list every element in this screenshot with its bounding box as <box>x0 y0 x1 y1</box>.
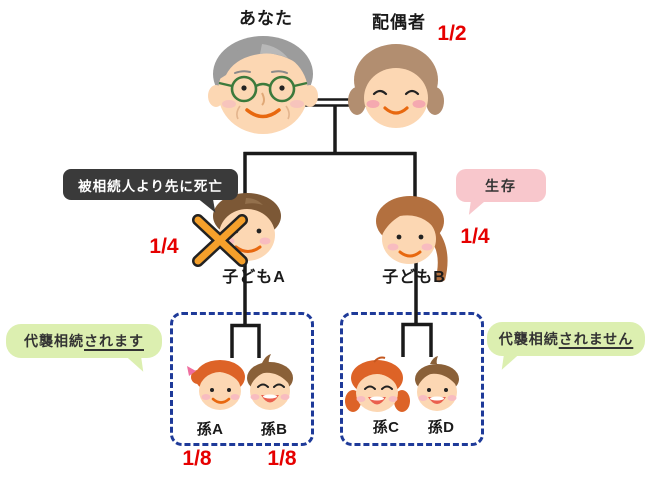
substitution-box-grandchildren-ab <box>170 312 314 446</box>
substitution-yes-bubble: 代襲相続されます <box>6 324 162 375</box>
substitution-no-bubble: 代襲相続されません <box>487 322 645 373</box>
bubble-tail <box>124 352 144 375</box>
child-b-face-icon <box>376 196 448 283</box>
label-child-a: 子どもA <box>222 269 286 286</box>
bubble-tail <box>197 195 216 216</box>
bubble-tail <box>501 350 521 373</box>
substitution-yes-prefix: 代襲相続 <box>24 333 84 349</box>
substitution-box-grandchildren-cd <box>340 312 484 446</box>
label-grandchild-d: 孫D <box>427 419 455 436</box>
grandmother-face-icon <box>348 44 444 128</box>
alive-note-text: 生存 <box>485 177 517 194</box>
share-child-b: 1/4 <box>460 225 490 248</box>
deceased-note-text: 被相続人より先に死亡 <box>78 178 223 194</box>
grandchild-b-face-icon <box>247 354 293 410</box>
bubble-tail <box>468 198 487 217</box>
substitution-yes-suffix: されます <box>84 333 144 349</box>
deceased-note-bubble: 被相続人より先に死亡 <box>63 169 238 216</box>
label-child-b: 子どもB <box>382 269 446 286</box>
deceased-cross-icon <box>192 214 248 267</box>
grandchild-d-face-icon <box>415 356 459 411</box>
grandchild-a-face-icon <box>187 360 245 410</box>
share-grandchild-b: 1/8 <box>267 447 297 470</box>
alive-note-bubble: 生存 <box>456 169 546 217</box>
label-grandchild-b: 孫B <box>260 421 288 438</box>
share-spouse: 1/2 <box>437 22 467 45</box>
grandfather-face-icon <box>208 36 318 134</box>
grandchild-c-face-icon <box>345 356 410 412</box>
label-you: あなた <box>239 9 293 28</box>
substitution-no-suffix: されません <box>558 331 634 347</box>
share-grandchild-a: 1/8 <box>182 447 212 470</box>
label-grandchild-c: 孫C <box>372 419 400 436</box>
label-grandchild-a: 孫A <box>196 421 224 438</box>
substitution-no-prefix: 代襲相続 <box>498 331 559 347</box>
label-spouse: 配偶者 <box>372 13 426 32</box>
share-child-a: 1/4 <box>149 235 179 258</box>
